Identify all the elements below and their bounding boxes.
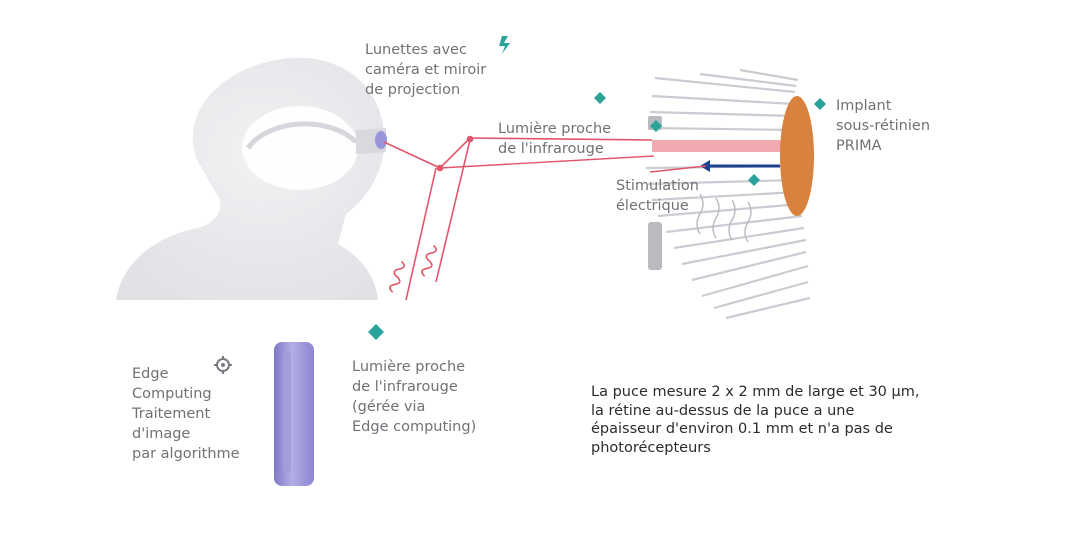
light-beam [383, 135, 784, 301]
eye [242, 106, 358, 190]
implant-chip [780, 96, 814, 216]
label-implant: Implant sous-rétinien PRIMA [836, 98, 931, 154]
head-silhouette [116, 57, 387, 300]
label-glasses: Lunettes avec caméra et miroir de projec… [365, 42, 487, 98]
label-stimulation: Stimulation électrique [616, 178, 699, 214]
electric-stimulation-arrow [649, 160, 780, 173]
chip-size-note: La puce mesure 2 x 2 mm de large et 30 µ… [591, 384, 920, 456]
processor-device [274, 342, 314, 486]
label-nir-light: Lumière proche de l'infrarouge [498, 121, 612, 157]
label-nir-light-edge: Lumière proche de l'infrarouge (gérée vi… [352, 359, 477, 435]
teal-markers [368, 36, 826, 340]
gear-icon [214, 356, 232, 374]
label-edge-computing: Edge Computing Traitement d'image par al… [132, 366, 240, 462]
bolt-icon [499, 36, 510, 54]
